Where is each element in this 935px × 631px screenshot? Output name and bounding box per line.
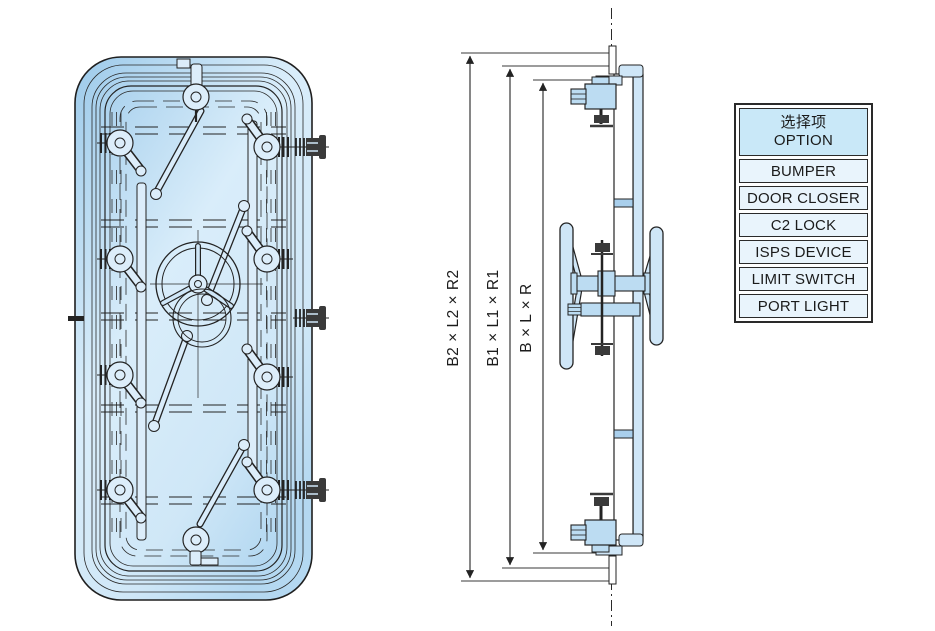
option-row-isps-device: ISPS DEVICE: [739, 240, 868, 264]
dim-label-b1l1r1: B1 × L1 × R1: [485, 269, 502, 366]
dim-label-blr: B × L × R: [518, 283, 535, 352]
right-dog-clamps: [241, 113, 293, 504]
lower-spindle-shaft: [580, 302, 641, 317]
linkage-arms: [150, 107, 248, 528]
edge-hatch-lines: [111, 112, 276, 545]
dimension-lines: B2 × L2 × R2 B1 × L1 × R1 B × L × R: [445, 52, 613, 582]
option-table-header: 选择项 OPTION: [739, 108, 868, 156]
left-linkage-bar: [136, 182, 147, 541]
side-stiffener-lower: [613, 429, 634, 439]
side-view: [559, 8, 664, 626]
option-row-c2-lock: C2 LOCK: [739, 213, 868, 237]
hinge-bolts: [293, 135, 329, 502]
side-top-clamp: [570, 76, 617, 128]
bottom-center-clamp: [182, 526, 219, 566]
option-header-cn: 选择项: [780, 114, 827, 131]
option-row-port-light: PORT LIGHT: [739, 294, 868, 318]
option-row-limit-switch: LIMIT SWITCH: [739, 267, 868, 291]
option-row-door-closer: DOOR CLOSER: [739, 186, 868, 210]
left-dog-clamps: [97, 129, 147, 524]
linkage-pivots: [148, 188, 250, 451]
option-header-en: OPTION: [773, 132, 834, 149]
left-wheel-rim: [559, 222, 574, 370]
side-stiffener-upper: [613, 198, 634, 208]
right-linkage-bar: [247, 120, 258, 474]
front-view: [68, 56, 329, 601]
side-bottom-clamp: [570, 492, 617, 553]
gearbox-front: [172, 288, 232, 348]
right-wheel-rim: [649, 226, 664, 346]
side-handwheels: [559, 222, 664, 370]
edge-notch: [68, 316, 84, 321]
top-center-clamp: [176, 58, 210, 122]
option-row-bumper: BUMPER: [739, 159, 868, 183]
handwheel-front: [150, 230, 263, 398]
option-table: 选择项 OPTION BUMPER DOOR CLOSER C2 LOCK IS…: [734, 103, 873, 323]
dim-label-b2l2r2: B2 × L2 × R2: [445, 269, 462, 366]
